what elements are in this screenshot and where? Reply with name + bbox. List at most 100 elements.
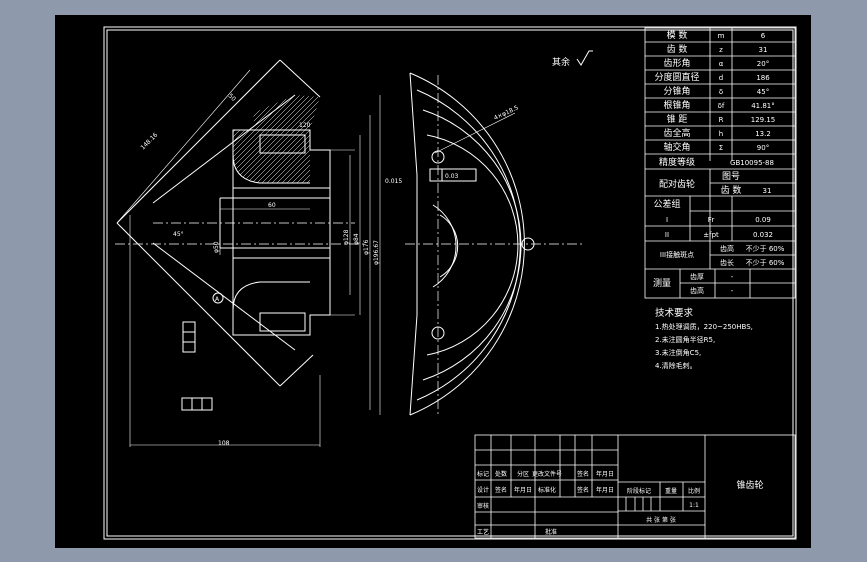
param-label: 分度圆直径 [654, 71, 699, 83]
inner-arc [426, 134, 519, 356]
bolt-hole-bottom [431, 326, 445, 340]
technical-requirements: 技术要求 1.热处理调质，220~250HBS, 2.未注圆角半径R5, 3.未… [655, 307, 753, 370]
section-hatch-line [233, 282, 306, 355]
requirement-4: 4.清除毛刺。 [655, 361, 697, 370]
mating-teeth-label: 齿 数 [721, 184, 742, 196]
section-hatch-line [55, 95, 190, 355]
bore-arc [439, 214, 459, 278]
section-hatch-line [233, 282, 313, 355]
section-hatch-line [233, 95, 320, 183]
dim-dia-c: φ176 [363, 239, 370, 255]
dim-148: 148.16 [139, 131, 159, 151]
section-hatch-line [233, 95, 241, 183]
audit-label: 审核 [477, 502, 489, 510]
requirements-title: 技术要求 [655, 307, 694, 319]
param-value: 6 [761, 32, 766, 40]
section-hatch-line [233, 95, 320, 183]
section-hatch-line [233, 95, 276, 183]
param-symbol: R [719, 116, 724, 124]
dim-60: 60 [268, 202, 276, 209]
measurement-label: 测量 [653, 278, 671, 289]
section-hatch-line [55, 95, 180, 355]
section-hatch-line [233, 95, 286, 183]
section-hatch-line [233, 282, 313, 355]
param-label: 齿全高 [663, 127, 690, 139]
section-hatch-line [55, 95, 210, 355]
section-hatch-line [233, 282, 313, 355]
section-hatch-line [233, 95, 320, 183]
title-block [474, 434, 796, 539]
accuracy-value: GB10095-88 [730, 159, 774, 167]
title-block-mark-cell: 处数 [495, 470, 507, 478]
title-block-mark-cell: 标记 [477, 470, 489, 478]
param-symbol: α [719, 60, 724, 68]
scale-label: 比例 [688, 487, 700, 495]
gear-parameter-table [644, 27, 796, 299]
title-block-design-cell: 签名 [577, 486, 589, 494]
param-symbol: Σ [719, 144, 723, 152]
section-hatch-line [233, 95, 320, 183]
section-hatch-line [55, 95, 165, 355]
section-hatch-line [55, 95, 185, 355]
param-value: 129.15 [751, 116, 776, 124]
section-hatch-line [233, 95, 316, 183]
section-hatch-line [55, 95, 225, 355]
sheets-label: 共 张 第 张 [646, 516, 676, 524]
title-block-design-cell: 设计 [477, 486, 489, 494]
section-hatch-line [55, 95, 210, 355]
section-hatch-line [233, 282, 313, 355]
section-hatch-line [233, 95, 320, 183]
section-hatch-line [233, 95, 320, 183]
section-hatch-line [55, 95, 180, 355]
section-hatch-line [233, 95, 320, 183]
gear-end-view: 4×φ18.5 0.03 0.015 [385, 72, 585, 416]
tol-group-1: I [666, 216, 668, 224]
title-block-design-cell: 年月日 [514, 486, 532, 494]
section-hatch-line [233, 95, 281, 183]
param-value: 20° [757, 60, 769, 68]
section-hatch-line [55, 95, 185, 355]
param-value: 186 [756, 74, 770, 82]
param-label: 轴交角 [663, 141, 690, 153]
bolt-hole-right [521, 237, 535, 251]
dim-dia-b: φ84 [353, 233, 360, 245]
title-block-mark-cell: 签名 [577, 470, 589, 478]
title-block-design-cell: 年月日 [596, 486, 614, 494]
hub-arc [432, 204, 457, 288]
title-block-mark-cell: 更改文件号 [532, 470, 562, 478]
param-label: 模 数 [667, 29, 688, 41]
section-hatch-line [233, 282, 296, 355]
measure-height-value: - [731, 287, 734, 295]
section-hatch-line [233, 95, 261, 183]
hole-callout: 4×φ18.5 [493, 104, 520, 121]
datum-marker [212, 292, 224, 304]
section-hatch-line [233, 282, 301, 355]
roughness-note: 其余 [552, 56, 570, 68]
section-hatch-line [233, 282, 313, 355]
dim-bore: φ50 [213, 241, 220, 253]
dim-dia-d: φ196.67 [373, 240, 380, 265]
contact-length-label: 齿长 [720, 258, 734, 267]
param-symbol: z [719, 46, 723, 54]
process-label: 工艺 [477, 528, 489, 536]
section-hatch-line [233, 95, 320, 183]
section-hatch-line [233, 282, 313, 355]
datum-letter: A [215, 296, 220, 303]
runout-frame [182, 321, 196, 353]
approve-label: 批准 [545, 528, 557, 536]
section-hatch-line [233, 95, 320, 183]
measure-thickness-label: 齿厚 [690, 273, 704, 281]
tol-g1-symbol: Fr [708, 216, 715, 224]
requirement-1: 1.热处理调质，220~250HBS, [655, 322, 753, 331]
contact-length-value: 不少于 60% [746, 259, 785, 267]
section-hatch-line [55, 95, 190, 355]
scale-value: 1:1 [689, 502, 699, 509]
section-hatch-line [233, 95, 236, 183]
param-value: 41.81° [751, 102, 775, 110]
tol-g1-value: 0.09 [755, 216, 771, 224]
section-hatch-line [233, 95, 311, 183]
section-hatch-line [233, 95, 246, 183]
measure-thickness-value: - [731, 273, 734, 281]
